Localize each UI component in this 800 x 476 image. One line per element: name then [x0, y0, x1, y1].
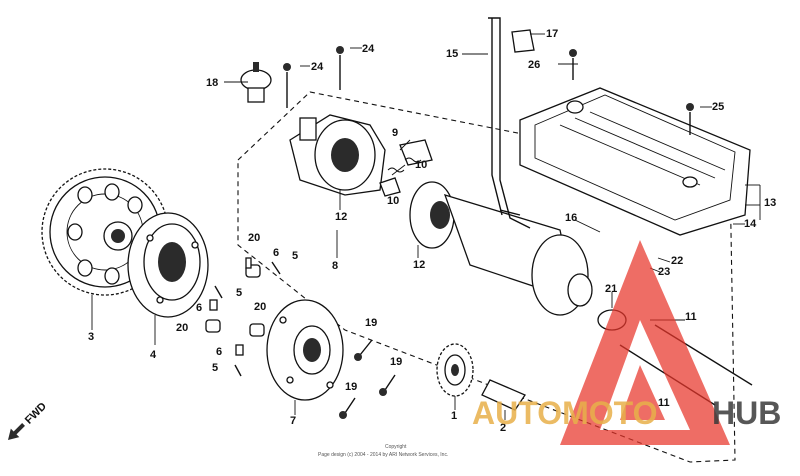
callout-14: 14: [744, 218, 757, 230]
callout-12a: 12: [335, 211, 347, 223]
pin-5-c: [234, 364, 242, 377]
bolt-19-c: [339, 397, 356, 419]
callout-10a: 10: [415, 159, 427, 171]
callout-18: 18: [206, 77, 218, 89]
leader-lines: [91, 33, 761, 420]
fwd-label: FWD: [23, 400, 49, 426]
callout-8: 8: [332, 260, 338, 272]
gear-shaft: [481, 379, 526, 411]
callout-4: 4: [150, 349, 157, 361]
callout-15: 15: [446, 48, 458, 60]
callout-19b: 19: [390, 356, 402, 368]
roller-20-b: [249, 323, 265, 337]
copyright-line-2: Page design (c) 2004 - 2014 by ARI Netwo…: [318, 452, 448, 458]
callout-17: 17: [546, 28, 558, 40]
callout-20c: 20: [176, 322, 188, 334]
brush-holder: [379, 139, 433, 197]
callout-13: 13: [764, 197, 776, 209]
bolt-19-a: [354, 339, 373, 361]
callout-26: 26: [528, 59, 540, 71]
callout-9: 9: [392, 127, 398, 139]
callout-24b: 24: [311, 61, 324, 73]
callout-5b: 5: [236, 287, 242, 299]
callout-20a: 20: [248, 232, 260, 244]
bolt-24-a: [283, 63, 291, 108]
bolt-24-b: [336, 46, 344, 90]
gear-holder-plate: [266, 299, 344, 401]
callout-23: 23: [658, 266, 670, 278]
spring-6-b: [209, 299, 218, 311]
watermark-text-automoto: AUTOMOTO: [472, 395, 657, 431]
copyright-line-1: Copyright: [385, 444, 407, 450]
cable-bracket: [488, 17, 531, 229]
pin-5-a: [271, 261, 281, 275]
callout-24a: 24: [362, 43, 375, 55]
automotohub-logo: [560, 240, 730, 445]
callout-7: 7: [290, 415, 296, 427]
roller-20-c: [205, 319, 221, 333]
callout-11a: 11: [685, 311, 697, 323]
one-way-clutch: [127, 212, 209, 318]
callout-5a: 5: [292, 250, 298, 262]
callout-5c: 5: [212, 362, 218, 374]
callout-11b: 11: [658, 397, 670, 409]
callout-20b: 20: [254, 301, 266, 313]
spring-6-a: [245, 257, 252, 269]
starter-motor: [409, 181, 593, 316]
callout-6b: 6: [196, 302, 202, 314]
callout-19a: 19: [365, 317, 377, 329]
callout-10b: 10: [387, 195, 399, 207]
cable-boot: [511, 29, 535, 53]
spring-6-c: [235, 344, 244, 356]
callout-16: 16: [565, 212, 577, 224]
watermark-text-hub: HUB: [712, 395, 781, 431]
bolt-26: [569, 49, 577, 80]
callout-6a: 6: [273, 247, 279, 259]
reduction-gear: [436, 343, 474, 397]
callout-21: 21: [605, 283, 617, 295]
callout-12b: 12: [413, 259, 425, 271]
logo-triangle-inner: [620, 365, 665, 420]
callout-2: 2: [500, 422, 506, 434]
side-cover: [519, 87, 751, 236]
logo-triangle-outer: [560, 240, 730, 445]
bolt-25: [686, 103, 694, 135]
callout-3: 3: [88, 331, 94, 343]
pin-5-b: [214, 285, 223, 299]
neutral-switch: [240, 62, 272, 103]
callout-22: 22: [671, 255, 683, 267]
callout-19c: 19: [345, 381, 357, 393]
starter-motor-end-cover: [289, 114, 386, 196]
callout-25: 25: [712, 101, 724, 113]
callout-6c: 6: [216, 346, 222, 358]
fwd-arrow-icon: FWD: [8, 400, 49, 440]
bolt-19-b: [379, 374, 396, 396]
callout-1: 1: [451, 410, 457, 422]
